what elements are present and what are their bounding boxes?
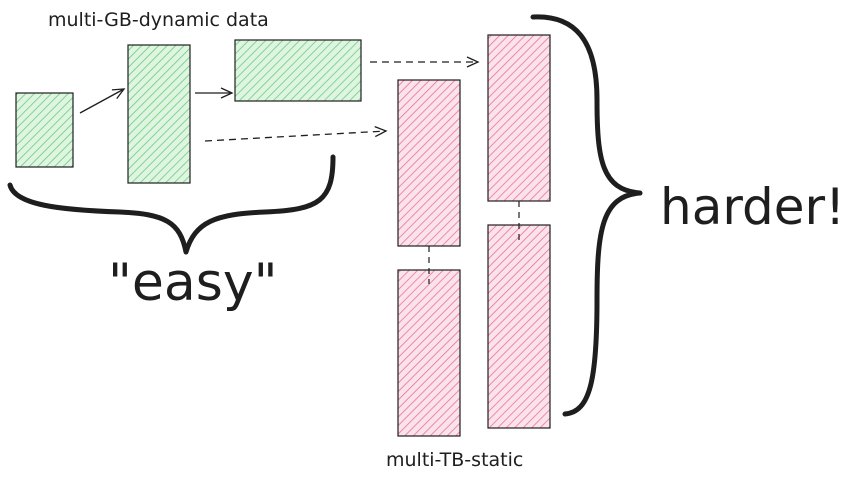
dashed-arrow-to-left-bar xyxy=(204,126,388,142)
wide-data-box xyxy=(234,39,362,102)
tall-data-box xyxy=(127,44,191,184)
right-bar-lower xyxy=(487,224,551,429)
right-bar-upper xyxy=(487,34,551,202)
small-data-box xyxy=(15,92,74,168)
arrow-small-to-tall xyxy=(79,88,126,114)
easy-brace xyxy=(7,154,336,255)
harder-label: harder! xyxy=(660,178,845,236)
harder-brace xyxy=(530,14,643,417)
bottom-label: multi-TB-static xyxy=(386,449,523,471)
top-label: multi-GB-dynamic data xyxy=(48,9,269,31)
left-bar-lower xyxy=(397,269,461,437)
easy-label: "easy" xyxy=(108,253,278,313)
left-bar-upper xyxy=(397,79,461,247)
